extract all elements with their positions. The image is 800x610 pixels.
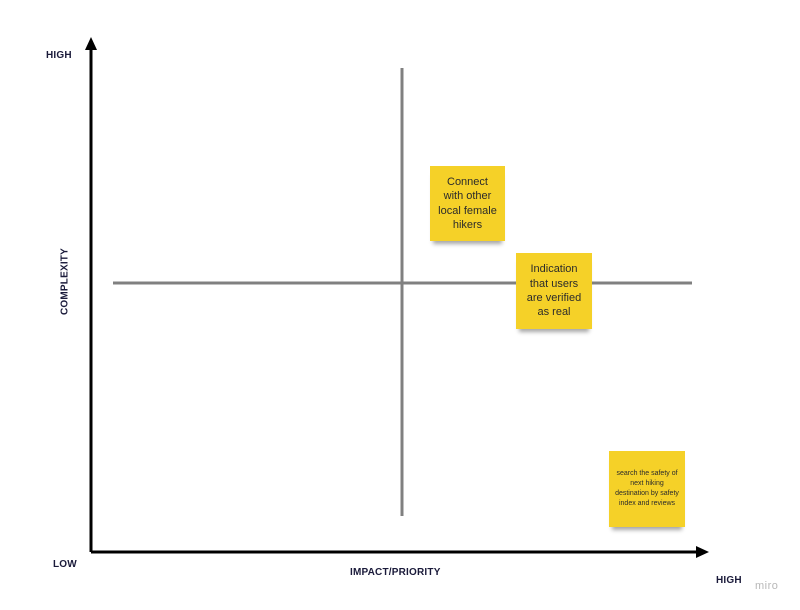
sticky-note-safety-search[interactable]: search the safety of next hiking destina… bbox=[609, 451, 685, 527]
origin-low-label: LOW bbox=[53, 559, 77, 570]
sticky-note-verified-users[interactable]: Indication that users are verified as re… bbox=[516, 253, 592, 329]
y-axis-title: COMPLEXITY bbox=[59, 248, 71, 316]
sticky-note-connect-hikers[interactable]: Connect with other local female hikers bbox=[430, 166, 505, 241]
x-high-label: HIGH bbox=[716, 575, 742, 586]
y-axis-arrow bbox=[85, 37, 97, 50]
x-axis-arrow bbox=[696, 546, 709, 558]
sticky-note-text: search the safety of next hiking destina… bbox=[615, 470, 679, 507]
sticky-note-text: Indication that users are verified as re… bbox=[526, 263, 582, 319]
x-axis-title: IMPACT/PRIORITY bbox=[350, 567, 441, 578]
y-high-label: HIGH bbox=[46, 50, 72, 61]
sticky-note-text: Connect with other local female hikers bbox=[438, 175, 497, 231]
miro-watermark: miro bbox=[755, 580, 779, 592]
